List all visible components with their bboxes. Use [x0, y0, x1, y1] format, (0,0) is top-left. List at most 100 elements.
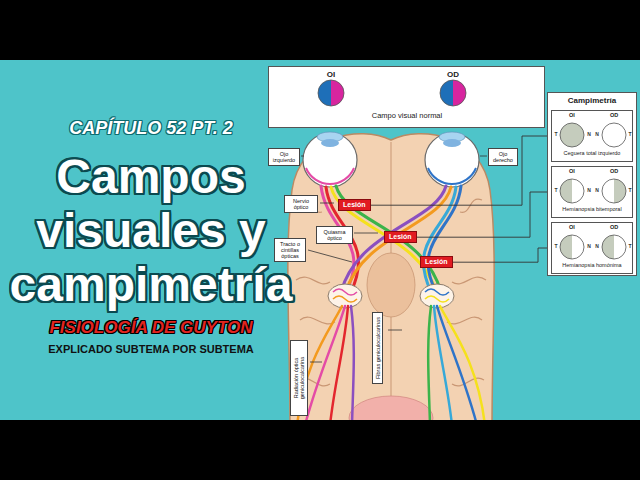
structure-label: Nervio óptico: [284, 195, 318, 213]
visual-field-circle: [318, 80, 344, 106]
visual-field-circle: [602, 123, 626, 147]
structure-label: Ojo derecho: [488, 148, 518, 166]
brain: [367, 253, 415, 317]
left-eye: [303, 132, 357, 187]
lesion-text: Lesión: [425, 258, 448, 266]
geniculate-nucleus: [333, 289, 357, 295]
geniculate-nucleus: [420, 284, 454, 308]
field-half: [318, 80, 331, 106]
campimetry-box: OIODHemianopsia homónima: [551, 222, 633, 274]
visual-field-circle: [560, 179, 584, 203]
optic-radiation: [297, 306, 485, 425]
side-letter: T: [552, 244, 560, 250]
structure-label: Tracto o cintillas ópticas: [274, 238, 306, 262]
lesion-connector: [371, 136, 551, 205]
visual-field-circle: [560, 235, 584, 259]
field-half: [440, 80, 453, 106]
box-heading: OD: [603, 224, 625, 230]
structure-name: Ojo izquierdo: [271, 151, 298, 164]
side-letter: T: [626, 188, 634, 194]
field-loss: [560, 179, 572, 203]
geniculate-nucleus: [328, 284, 362, 308]
gyri: [296, 277, 330, 284]
brain: [288, 134, 494, 430]
structure-label: Fibras geniculocalcarinas: [372, 312, 383, 384]
leader-line: [308, 250, 352, 262]
left-eye: [303, 133, 357, 187]
visual-field-circle: [602, 179, 626, 203]
box-heading: OD: [433, 70, 473, 79]
box-heading: OI: [561, 112, 583, 118]
leader-line: [320, 203, 334, 204]
box-caption: Ceguera total izquierdo: [553, 150, 631, 156]
box-heading: OI: [311, 70, 351, 79]
visual-field-circle: [602, 123, 626, 147]
chapter-label: CAPÍTULO 52 PT. 2: [8, 118, 294, 139]
field-loss: [560, 235, 572, 259]
gyri: [452, 378, 484, 386]
lesion-text: Lesión: [389, 233, 412, 241]
optic-fibers: [423, 187, 456, 292]
geniculate-nucleus: [333, 296, 357, 302]
visual-field-circle: [560, 235, 584, 259]
visual-field-box: OI OD Campo visual normal: [268, 66, 545, 128]
visual-field-circle: [440, 80, 466, 106]
box-heading: Campimetría: [549, 96, 635, 105]
geniculate-nucleus: [328, 284, 454, 308]
visual-field-circle: [560, 123, 584, 147]
visual-field-circle: [602, 179, 626, 203]
visual-field-circle: [440, 80, 466, 106]
gyri: [296, 199, 486, 386]
side-letter: T: [626, 244, 634, 250]
box-caption: Campo visual normal: [322, 112, 492, 121]
box-heading: OI: [561, 168, 583, 174]
gyri: [460, 199, 482, 212]
box-heading: OD: [603, 168, 625, 174]
campimetry-box: OI OD Hemianopsia bitemporal: [551, 166, 633, 218]
side-letter: N: [585, 188, 593, 194]
gyri: [452, 277, 486, 284]
lesion-connector: [417, 192, 551, 237]
side-letter: N: [593, 132, 601, 138]
right-eye: [425, 133, 479, 187]
subtitle: FISIOLOGÍA DE GUYTON: [8, 318, 294, 338]
field-half: [453, 80, 466, 106]
leader-line: [354, 233, 378, 234]
side-letter: N: [593, 244, 601, 250]
box-caption: Hemianopsia homónima: [553, 262, 631, 268]
leader-line: [480, 156, 487, 157]
structure-name: Tracto o cintillas ópticas: [277, 241, 304, 260]
lesion-box: Lesión: [338, 199, 371, 211]
side-letter: N: [585, 132, 593, 138]
structure-name: Fibras geniculocalcarinas: [374, 315, 380, 381]
field-loss: [602, 235, 614, 259]
optic-fibers: [341, 186, 446, 292]
right-eye: [425, 132, 479, 187]
letterbox-bar: [0, 420, 640, 480]
structure-label: Quiasma óptico: [316, 226, 353, 244]
campimetry-box: OI OD Ceguera total izquierdo: [551, 110, 633, 162]
lesion-text: Lesión: [343, 201, 366, 209]
letterbox-bar: [0, 0, 640, 60]
structure-label: Radiación óptica geniculocalcarina: [290, 340, 308, 416]
visual-field-circle: [318, 80, 344, 106]
field-half: [331, 80, 344, 106]
gyri: [447, 317, 482, 324]
side-letter: T: [626, 132, 634, 138]
gyri: [300, 317, 335, 324]
lesion-connector: [453, 248, 551, 262]
lesion-box: Lesión: [420, 256, 453, 268]
title: Campos visuales y campimetría: [8, 150, 294, 312]
box-heading: OD: [603, 112, 625, 118]
box-caption: Hemianopsia bitemporal: [553, 206, 631, 212]
leader-line: [388, 330, 402, 331]
campimetry-panel: CampimetríaOIODCeguera total izquierdoOI…: [547, 92, 637, 276]
side-letter: N: [593, 188, 601, 194]
structure-name: Quiasma óptico: [319, 229, 351, 242]
geniculate-nucleus: [425, 289, 449, 295]
left-eye: [306, 168, 354, 184]
right-eye: [428, 168, 476, 184]
